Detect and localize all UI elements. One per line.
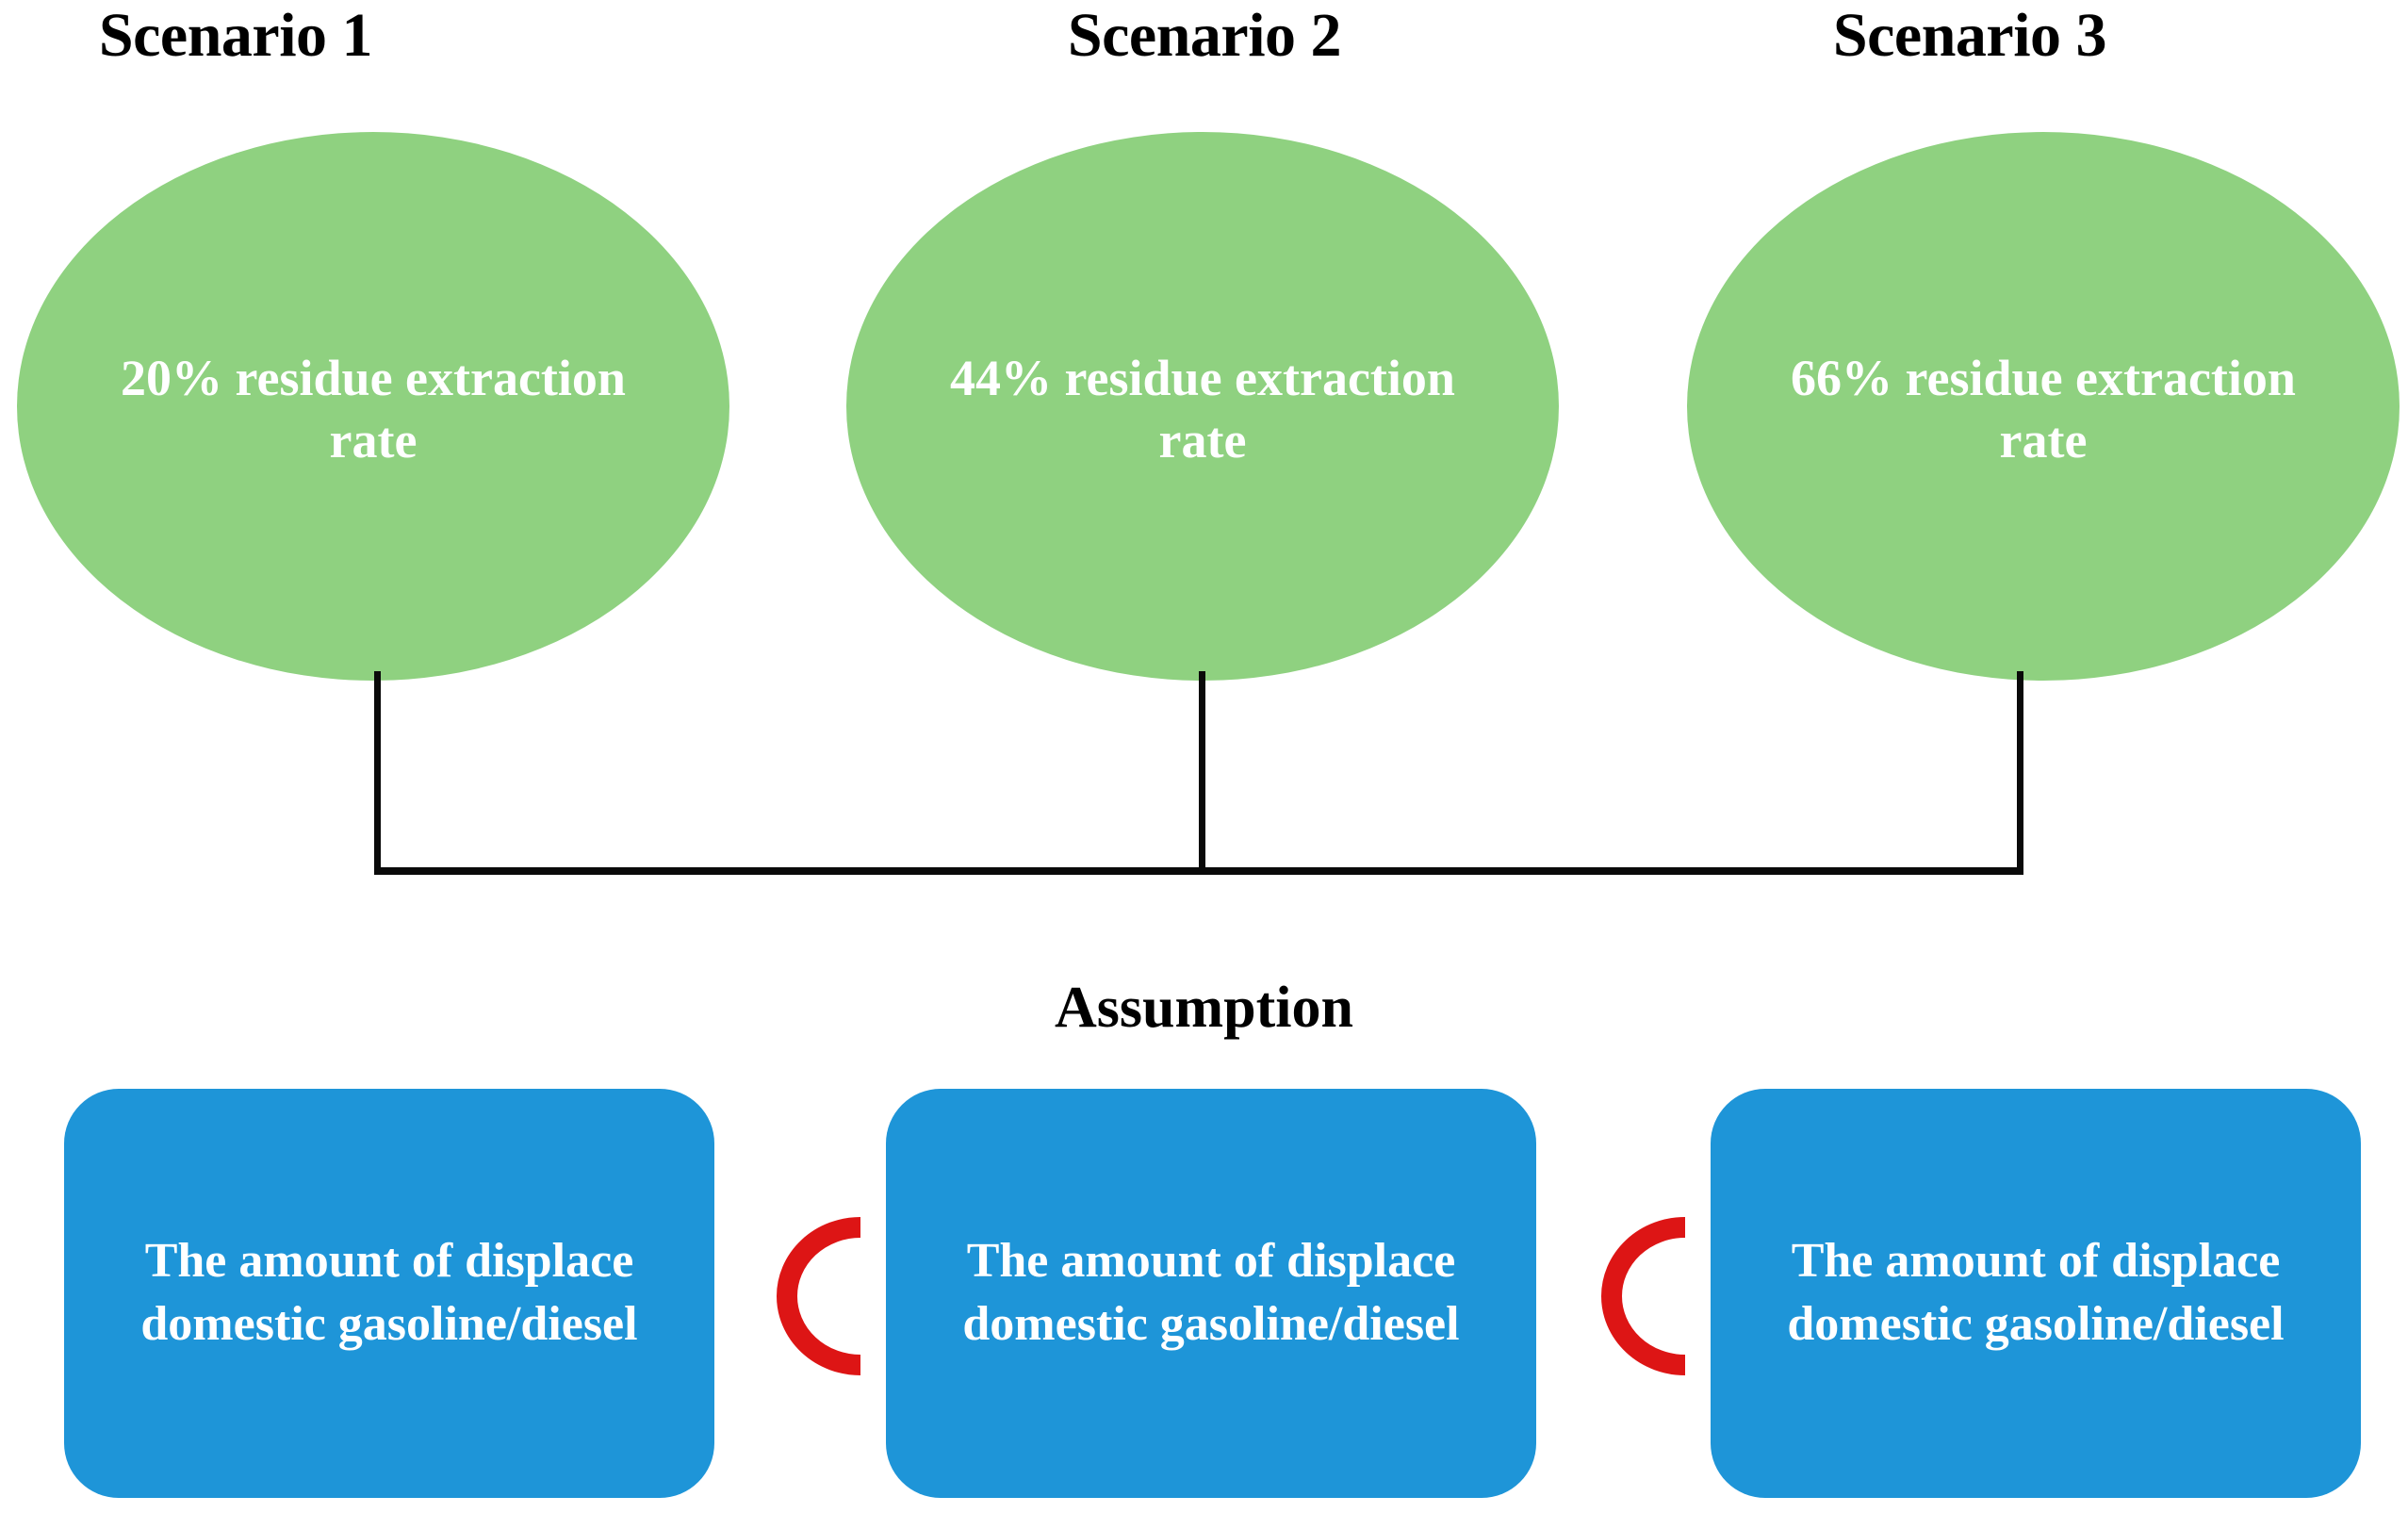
scenario-1-title: Scenario 1 <box>98 1 373 70</box>
scenario-2-outcome-label: The amount of displace domestic gasoline… <box>962 1234 1460 1351</box>
scenario-2-title: Scenario 2 <box>1067 1 1342 70</box>
scenario-3-ellipse-label: 66% residue extraction rate <box>1791 350 2296 469</box>
connector-vertical-scenario-2 <box>1199 671 1205 874</box>
scenario-1-ellipse[interactable]: 20% residue extraction rate <box>17 132 729 681</box>
subset-of-icon-1 <box>777 1217 861 1375</box>
connector-vertical-scenario-1 <box>374 671 381 874</box>
connector-vertical-scenario-3 <box>2017 671 2023 874</box>
scenario-1-outcome-label: The amount of displace domestic gasoline… <box>140 1234 638 1351</box>
subset-of-icon-2 <box>1601 1217 1686 1375</box>
scenario-1-outcome-box[interactable]: The amount of displace domestic gasoline… <box>64 1089 714 1498</box>
scenario-3-outcome-label: The amount of displace domestic gasoline… <box>1787 1234 2285 1351</box>
scenario-1-ellipse-label: 20% residue extraction rate <box>121 350 626 469</box>
scenario-2-ellipse[interactable]: 44% residue extraction rate <box>846 132 1559 681</box>
connector-horizontal-bus <box>374 867 2023 875</box>
scenario-3-title: Scenario 3 <box>1832 1 2107 70</box>
assumption-label: Assumption <box>1055 976 1353 1040</box>
scenario-2-ellipse-label: 44% residue extraction rate <box>950 350 1455 469</box>
scenario-3-ellipse[interactable]: 66% residue extraction rate <box>1687 132 2400 681</box>
scenario-2-outcome-box[interactable]: The amount of displace domestic gasoline… <box>886 1089 1536 1498</box>
scenario-3-outcome-box[interactable]: The amount of displace domestic gasoline… <box>1711 1089 2361 1498</box>
